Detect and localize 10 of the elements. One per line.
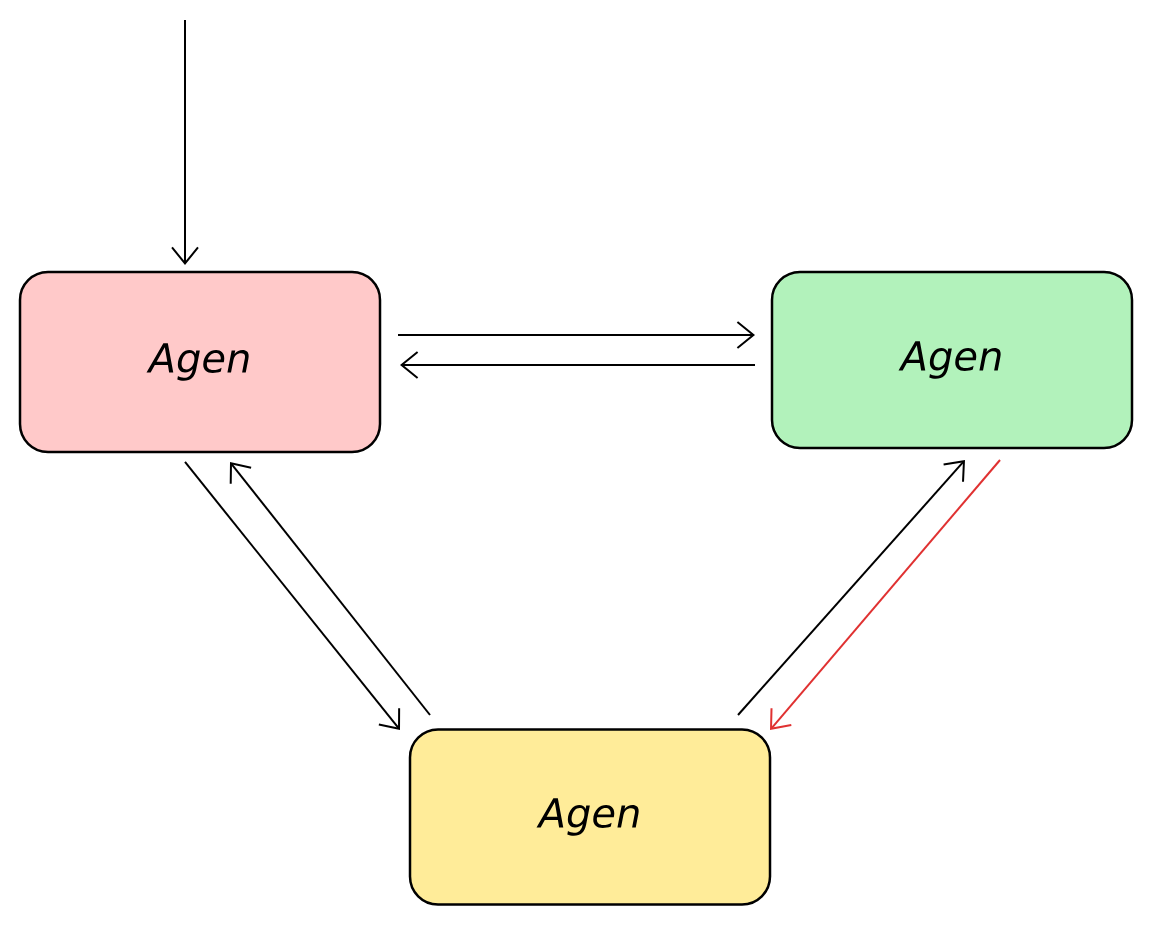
arrow: [400, 351, 756, 379]
arrow: [770, 459, 1001, 730]
arrow: [184, 461, 401, 730]
arrow: [171, 19, 199, 265]
arrow: [397, 321, 755, 349]
agent-box: Agen: [770, 270, 1134, 450]
agent-box: Agen: [408, 728, 772, 906]
arrow: [737, 460, 965, 716]
arrow: [229, 462, 431, 716]
agent-box: Agen: [18, 270, 382, 454]
